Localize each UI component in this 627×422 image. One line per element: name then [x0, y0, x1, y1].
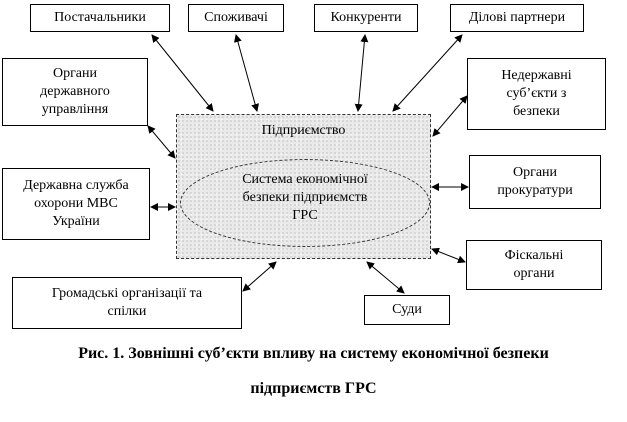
arrow-courts [366, 261, 405, 294]
arrow-nonstate-security [432, 95, 468, 137]
node-courts: Суди [364, 295, 450, 325]
node-nonstate-security: Недержавні суб’єкти з безпеки [467, 58, 606, 130]
arrow-public-organizations [242, 261, 277, 292]
arrow-partners [392, 34, 463, 112]
node-fiscal-bodies: Фіскальні органи [466, 240, 602, 290]
figure-caption-line2: підприємств ГРС [250, 380, 377, 397]
node-state-authorities: Органи державного управління [2, 58, 148, 126]
node-consumers: Споживачі [188, 4, 284, 32]
node-competitors: Конкуренти [314, 4, 418, 32]
arrow-competitors [354, 34, 369, 112]
node-business-partners: Ділові партнери [450, 4, 584, 32]
arrow-fiscal [431, 247, 466, 264]
arrow-consumers [234, 34, 259, 112]
arrow-suppliers [151, 34, 214, 112]
node-prosecutors: Органи прокуратури [469, 155, 601, 209]
arrow-state-authorities [147, 125, 176, 159]
node-public-organizations: Громадські організації та спілки [12, 277, 242, 329]
node-suppliers: Постачальники [30, 4, 170, 32]
economic-security-system-ellipse [180, 159, 430, 247]
economic-security-system-label: Система економічної безпеки підприємств … [242, 172, 368, 223]
enterprise-label: Підприємство [261, 123, 346, 138]
figure-caption-line1: Рис. 1. Зовнішні суб’єкти впливу на сист… [78, 345, 549, 362]
node-state-guard-service: Державна служба охорони МВС України [2, 168, 150, 240]
